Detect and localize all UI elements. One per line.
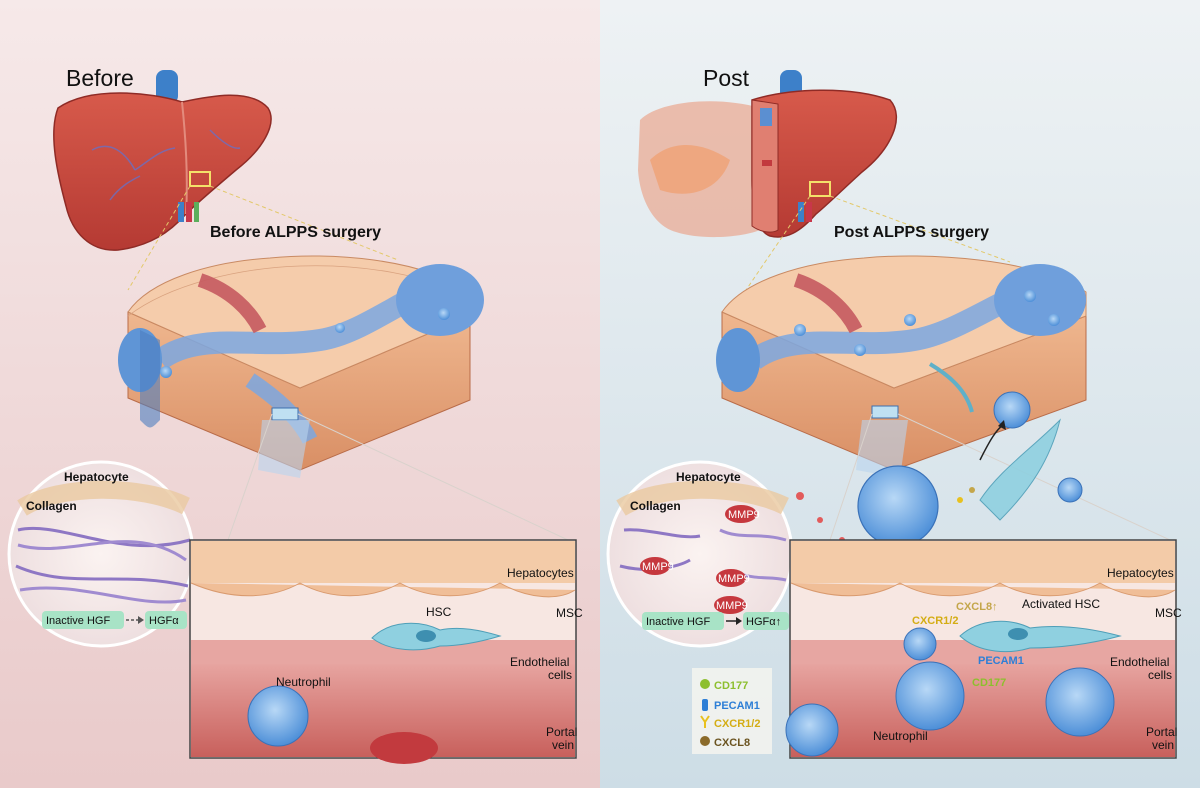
liver-before — [53, 70, 399, 291]
activated-hsc-cell — [959, 620, 1122, 653]
vessel-box-post: Hepatocytes MSC Activated HSC CXCL8↑ CXC… — [785, 539, 1182, 759]
hgfa-box-before — [145, 611, 187, 629]
hgfa-label-post: HGFα↑ — [746, 616, 781, 628]
endothelial-label-before-2: cells — [548, 668, 572, 682]
mmp9-enzyme-1 — [725, 505, 757, 523]
inactive-hgf-label-before: Inactive HGF — [46, 615, 110, 627]
before-panel: Before Before ALPPS surgery — [7, 65, 583, 764]
neutrophil-post-2 — [1045, 667, 1115, 737]
legend-cd177: CD177 — [714, 680, 748, 692]
mmp9-label-4: MMP9 — [716, 600, 748, 612]
lobule-block-post — [716, 255, 1171, 541]
post-title: Post — [703, 65, 750, 91]
before-surgery-label: Before ALPPS surgery — [210, 224, 381, 241]
liver-post — [638, 70, 1011, 291]
endothelial-label-before-1: Endothelial — [510, 655, 569, 669]
mmp9-enzyme-2 — [640, 557, 670, 575]
lobule-block-before — [118, 255, 569, 541]
collagen-label-before: Collagen — [26, 499, 77, 513]
neutrophil-before — [247, 685, 309, 747]
msc-label-before: MSC — [556, 606, 583, 620]
hepatocyte-label-before: Hepatocyte — [64, 470, 129, 484]
hgfa-box-post — [743, 612, 789, 630]
liver-zoom-box-post — [809, 181, 831, 197]
hepatocytes-label-post: Hepatocytes — [1107, 566, 1174, 580]
hgfa-label-before: HGFα — [149, 615, 179, 627]
hepatocyte-label-post: Hepatocyte — [676, 470, 741, 484]
neutrophil-post-1 — [895, 661, 965, 731]
before-title: Before — [66, 65, 134, 91]
post-panel: Post Post ALPPS surgery — [606, 65, 1182, 759]
liver-zoom-box — [189, 171, 211, 187]
portal-label-before-1: Portal — [546, 725, 577, 739]
mmp9-label-1: MMP9 — [728, 509, 760, 521]
pecam1-label: PECAM1 — [978, 655, 1024, 667]
mmp9-label-2: MMP9 — [642, 561, 674, 573]
collagen-label-post: Collagen — [630, 499, 681, 513]
mmp9-enzyme-4 — [714, 596, 746, 614]
hsc-cell-before — [371, 622, 502, 651]
mmp9-enzyme-3 — [716, 569, 746, 587]
vessel-box-before: Hepatocytes MSC HSC Endothelial cells Ne… — [189, 539, 583, 764]
legend-cxcl8: CXCL8 — [714, 737, 750, 749]
post-surgery-label: Post ALPPS surgery — [834, 224, 989, 241]
neutrophil-label-post: Neutrophil — [873, 729, 928, 743]
cxcr12-label: CXCR1/2 — [912, 615, 958, 627]
msc-label-post: MSC — [1155, 606, 1182, 620]
legend: CD177 PECAM1 CXCR1/2 CXCL8 — [692, 668, 772, 754]
inactive-hgf-label-post: Inactive HGF — [646, 616, 710, 628]
endothelial-label-post-1: Endothelial — [1110, 655, 1169, 669]
migrating-cells — [796, 391, 1083, 595]
legend-pecam1: PECAM1 — [714, 700, 760, 712]
neutrophil-post-3 — [785, 703, 839, 757]
large-neutrophil-post — [857, 465, 939, 547]
endothelial-label-post-2: cells — [1148, 668, 1172, 682]
legend-cxcr12: CXCR1/2 — [714, 718, 760, 730]
portal-label-post-2: vein — [1152, 738, 1174, 752]
cd177-label: CD177 — [972, 677, 1006, 689]
inactive-hgf-box-post — [642, 612, 724, 630]
portal-label-post-1: Portal — [1146, 725, 1177, 739]
mmp9-label-3: MMP9 — [718, 573, 750, 585]
hsc-label-before: HSC — [426, 605, 452, 619]
cxcl8-up-label: CXCL8↑ — [956, 601, 998, 613]
neutrophil-label-before: Neutrophil — [276, 675, 331, 689]
portal-label-before-2: vein — [552, 738, 574, 752]
activated-hsc-label: Activated HSC — [1022, 597, 1100, 611]
hepatocytes-label-before: Hepatocytes — [507, 566, 574, 580]
inactive-hgf-box-before — [42, 611, 124, 629]
activated-hsc-in-lobule — [928, 362, 974, 413]
